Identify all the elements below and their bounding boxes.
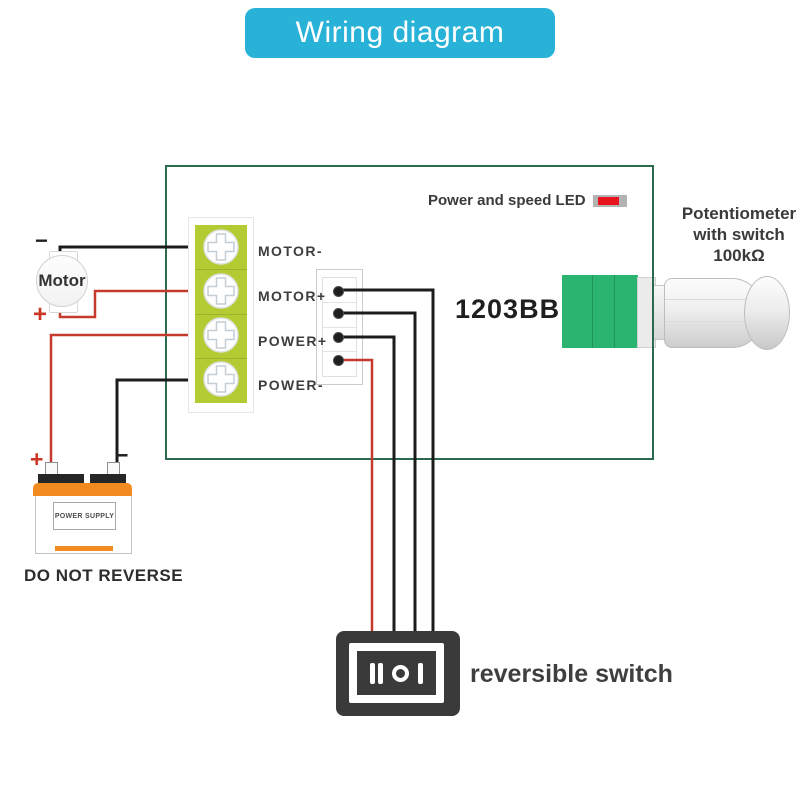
terminal-label-power-plus: POWER+ xyxy=(258,333,328,349)
connector-pin-1 xyxy=(333,286,344,297)
title-banner: Wiring diagram xyxy=(245,8,555,58)
screw-terminal-icon xyxy=(203,273,239,309)
terminal-label-power-minus: POWER- xyxy=(258,377,324,393)
screw-terminal-icon xyxy=(203,317,239,353)
potentiometer-caption: Potentiometer with switch 100kΩ xyxy=(660,203,800,266)
page-title: Wiring diagram xyxy=(295,16,505,49)
supply-bottom-strip xyxy=(55,546,113,551)
do-not-reverse-warning: DO NOT REVERSE xyxy=(24,566,184,585)
led-caption: Power and speed LED xyxy=(428,192,586,209)
potentiometer-feature: with switch xyxy=(693,225,785,244)
potentiometer-knob-cap xyxy=(744,276,790,350)
potentiometer-body xyxy=(562,275,638,348)
motor-minus-sign: − xyxy=(35,228,48,253)
screw-terminal-icon xyxy=(203,361,239,397)
connector-pin-3 xyxy=(333,332,344,343)
potentiometer-name: Potentiometer xyxy=(681,204,797,223)
reversible-switch-label: reversible switch xyxy=(470,660,673,688)
led-icon xyxy=(592,194,627,207)
potentiometer-value: 100kΩ xyxy=(713,246,765,265)
power-supply-label-plate: POWER SUPPLY xyxy=(53,502,116,530)
terminal-label-motor-minus: MOTOR- xyxy=(258,243,323,259)
switch-position-i-icon xyxy=(418,662,423,684)
board-model: 1203BB xyxy=(455,294,561,324)
connector-pin-4 xyxy=(333,355,344,366)
supply-plus-sign: + xyxy=(30,446,44,472)
switch-position-ii-icon xyxy=(370,662,383,684)
led-caption-row: Power and speed LED xyxy=(428,192,627,209)
motor-plus-sign: + xyxy=(33,301,48,328)
supply-terminal-bar-left xyxy=(38,474,84,483)
motor: Motor xyxy=(36,255,88,307)
switch-position-o-icon xyxy=(392,664,409,682)
terminal-label-motor-plus: MOTOR+ xyxy=(258,288,327,304)
supply-terminal-bar-right xyxy=(90,474,126,483)
screw-terminal-icon xyxy=(203,229,239,265)
motor-label: Motor xyxy=(38,271,86,290)
switch-rocker xyxy=(357,651,436,695)
power-supply-label: POWER SUPPLY xyxy=(54,512,115,520)
supply-top-band xyxy=(33,483,132,496)
connector-pin-2 xyxy=(333,308,344,319)
